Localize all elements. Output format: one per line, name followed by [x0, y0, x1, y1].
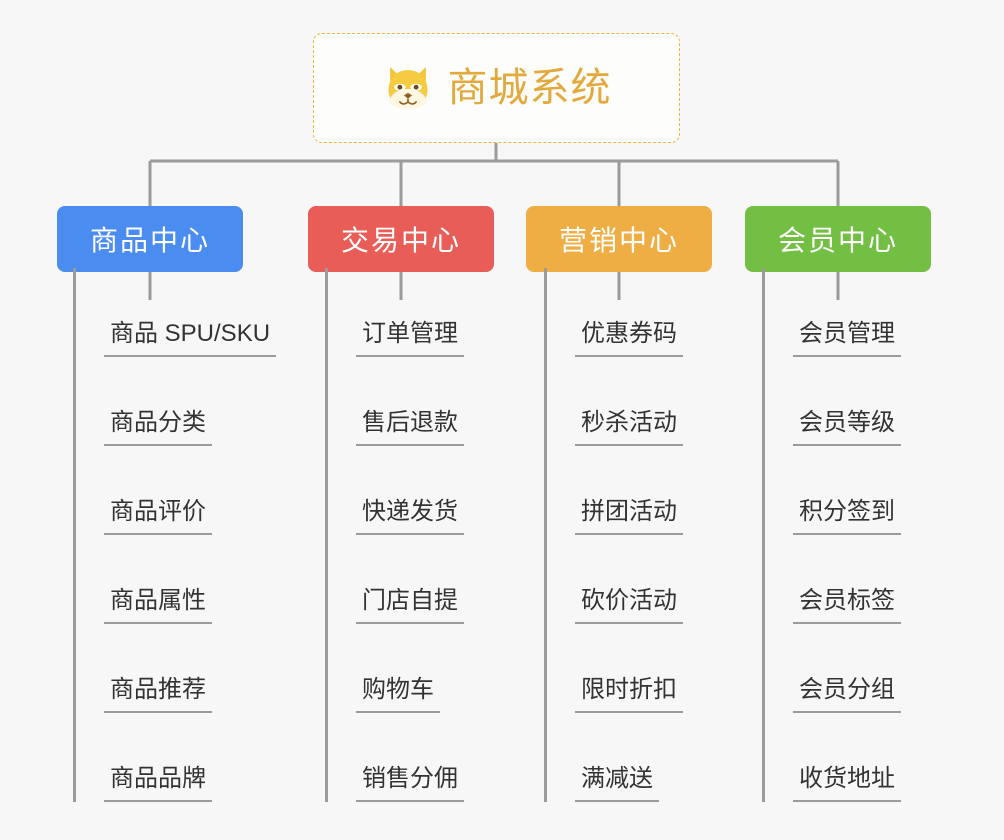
list-item[interactable]: 会员分组: [765, 624, 901, 713]
list-item-label: 门店自提: [356, 586, 464, 624]
list-item-label: 商品推荐: [104, 675, 212, 713]
list-item[interactable]: 订单管理: [328, 268, 464, 357]
list-item[interactable]: 购物车: [328, 624, 464, 713]
list-item-label: 商品属性: [104, 586, 212, 624]
list-item[interactable]: 商品评价: [76, 446, 276, 535]
branch-items-会员中心: 会员管理 会员等级 积分签到 会员标签 会员分组 收货地址: [762, 268, 901, 802]
list-item[interactable]: 拼团活动: [547, 446, 683, 535]
list-item-label: 收货地址: [793, 764, 901, 802]
dog-face-icon: [388, 66, 427, 110]
list-item[interactable]: 会员管理: [765, 268, 901, 357]
list-item[interactable]: 商品属性: [76, 535, 276, 624]
list-item[interactable]: 售后退款: [328, 357, 464, 446]
list-item[interactable]: 商品推荐: [76, 624, 276, 713]
list-item-label: 商品品牌: [104, 764, 212, 802]
list-item-label: 限时折扣: [575, 675, 683, 713]
list-item-label: 商品 SPU/SKU: [104, 319, 277, 357]
branch-header-营销中心[interactable]: 营销中心: [526, 206, 712, 272]
list-item-label: 购物车: [356, 675, 440, 713]
list-item-label: 满减送: [575, 764, 659, 802]
list-item-label: 商品评价: [104, 497, 212, 535]
branch-header-label: 商品中心: [89, 225, 210, 256]
list-item[interactable]: 满减送: [547, 713, 683, 802]
list-item[interactable]: 收货地址: [765, 713, 901, 802]
root-node[interactable]: 商城系统: [313, 33, 680, 143]
list-item[interactable]: 门店自提: [328, 535, 464, 624]
list-item[interactable]: 限时折扣: [547, 624, 683, 713]
list-item[interactable]: 积分签到: [765, 446, 901, 535]
list-item[interactable]: 商品 SPU/SKU: [76, 268, 277, 357]
branch-items-商品中心: 商品 SPU/SKU 商品分类 商品评价 商品属性 商品推荐 商品品牌: [73, 268, 277, 802]
list-item[interactable]: 销售分佣: [328, 713, 464, 802]
list-item-label: 优惠券码: [575, 319, 683, 357]
list-item-label: 商品分类: [104, 408, 212, 446]
list-item-label: 拼团活动: [575, 497, 683, 535]
branch-items-营销中心: 优惠券码 秒杀活动 拼团活动 砍价活动 限时折扣 满减送: [544, 268, 683, 802]
list-item[interactable]: 秒杀活动: [547, 357, 683, 446]
branch-header-label: 会员中心: [777, 225, 898, 256]
branch-items-交易中心: 订单管理 售后退款 快递发货 门店自提 购物车 销售分佣: [325, 268, 464, 802]
branch-header-label: 营销中心: [558, 225, 679, 256]
list-item-label: 快递发货: [356, 497, 464, 535]
branch-header-交易中心[interactable]: 交易中心: [308, 206, 494, 272]
list-item-label: 售后退款: [356, 408, 464, 446]
list-item[interactable]: 商品分类: [76, 357, 276, 446]
list-item-label: 会员管理: [793, 319, 901, 357]
list-item[interactable]: 快递发货: [328, 446, 464, 535]
branch-header-商品中心[interactable]: 商品中心: [57, 206, 243, 272]
root-title: 商城系统: [447, 66, 612, 110]
branch-header-label: 交易中心: [340, 225, 461, 256]
list-item-label: 会员等级: [793, 408, 901, 446]
list-item[interactable]: 会员标签: [765, 535, 901, 624]
list-item[interactable]: 砍价活动: [547, 535, 683, 624]
list-item-label: 会员标签: [793, 586, 901, 624]
list-item[interactable]: 商品品牌: [76, 713, 276, 802]
list-item[interactable]: 优惠券码: [547, 268, 683, 357]
branch-header-会员中心[interactable]: 会员中心: [745, 206, 931, 272]
list-item-label: 会员分组: [793, 675, 901, 713]
list-item-label: 砍价活动: [575, 586, 683, 624]
list-item-label: 销售分佣: [356, 764, 464, 802]
list-item-label: 积分签到: [793, 497, 901, 535]
list-item-label: 订单管理: [356, 319, 464, 357]
list-item-label: 秒杀活动: [575, 408, 683, 446]
list-item[interactable]: 会员等级: [765, 357, 901, 446]
